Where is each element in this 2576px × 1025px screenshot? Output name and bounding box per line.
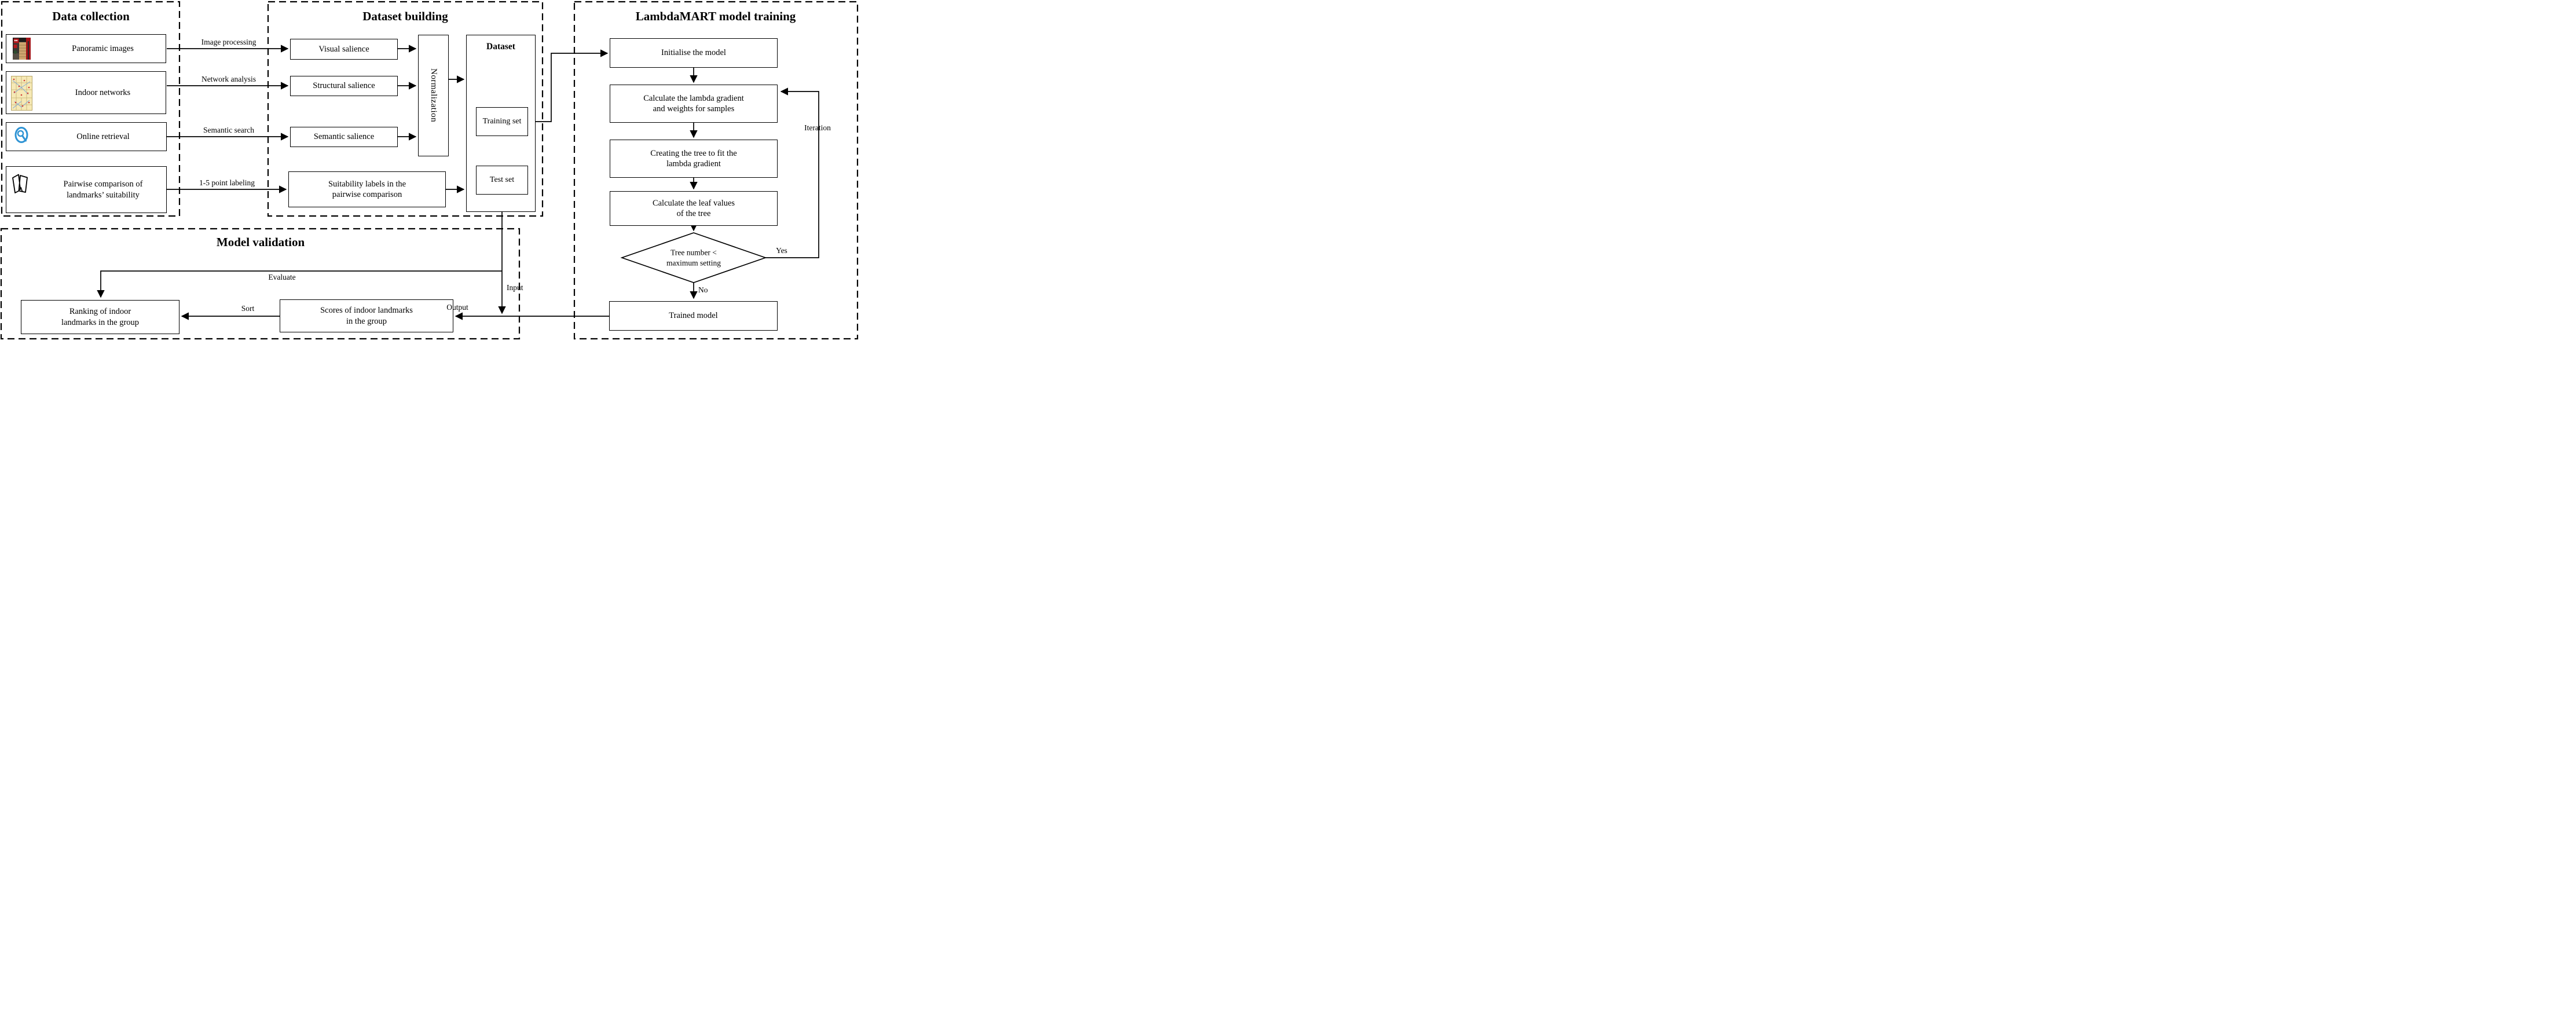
panoramic-images-box: Panoramic images [6, 34, 166, 63]
scores-box: Scores of indoor landmarks in the group [280, 299, 453, 332]
ranking-box: Ranking of indoor landmarks in the group [21, 300, 179, 334]
initialise-model-box: Initialise the model [610, 38, 778, 68]
visual-salience-box: Visual salience [290, 39, 398, 60]
dataset-label: Dataset [486, 42, 515, 52]
trained-model-box: Trained model [609, 301, 778, 331]
semantic-search-label: Semantic search [203, 126, 255, 134]
leaf-values-box: Calculate the leaf values of the tree [610, 191, 778, 226]
indoor-networks-box: Indoor networks [6, 71, 166, 114]
search-icon [14, 127, 31, 151]
model-training-border [573, 1, 859, 340]
dataset-building-border [267, 1, 544, 217]
online-retrieval-box: Online retrieval [6, 122, 167, 151]
model-validation-border [0, 228, 521, 340]
panoramic-photo-icon [12, 37, 31, 63]
normalization-box: Normalization [418, 35, 449, 156]
yes-label: Yes [776, 246, 787, 255]
data-collection-border [1, 1, 181, 217]
dataset-building-title: Dataset building [362, 9, 448, 23]
evaluate-label: Evaluate [268, 273, 296, 281]
semantic-salience-box: Semantic salience [290, 127, 398, 147]
connector-trainingset-to-initialise [527, 49, 609, 122]
model-training-title: LambdaMART model training [635, 9, 796, 23]
network-analysis-label: Network analysis [201, 75, 256, 83]
sort-label: Sort [241, 304, 255, 313]
model-validation-title: Model validation [216, 235, 305, 249]
suitability-labels-box: Suitability labels in the pairwise compa… [288, 171, 446, 207]
pairwise-comparison-box: Pairwise comparison of landmarks’ suitab… [6, 166, 167, 213]
floor-plan-icon [11, 76, 32, 114]
connector-layer [0, 1, 859, 340]
training-set-box: Training set [476, 107, 528, 136]
paired-maps-icon [11, 173, 30, 199]
structural-salience-box: Structural salience [290, 76, 398, 96]
image-processing-label: Image processing [201, 38, 256, 46]
data-collection-title: Data collection [52, 9, 130, 23]
input-label: Input [507, 283, 523, 292]
flowchart-canvas: Data collection Dataset building LambdaM… [0, 0, 859, 342]
no-label: No [698, 285, 708, 294]
tree-number-decision-diamond [620, 232, 767, 283]
connector-evaluate [97, 270, 502, 298]
lambda-gradient-box: Calculate the lambda gradient and weight… [610, 85, 778, 123]
output-label: Output [446, 303, 468, 312]
connector-iteration-loop [765, 87, 819, 258]
test-set-box: Test set [476, 166, 528, 195]
point-labeling-label: 1-5 point labeling [199, 178, 255, 187]
iteration-label: Iteration [804, 123, 831, 132]
create-tree-box: Creating the tree to fit the lambda grad… [610, 140, 778, 178]
tree-number-condition-label: Tree number < maximum setting [666, 248, 721, 267]
